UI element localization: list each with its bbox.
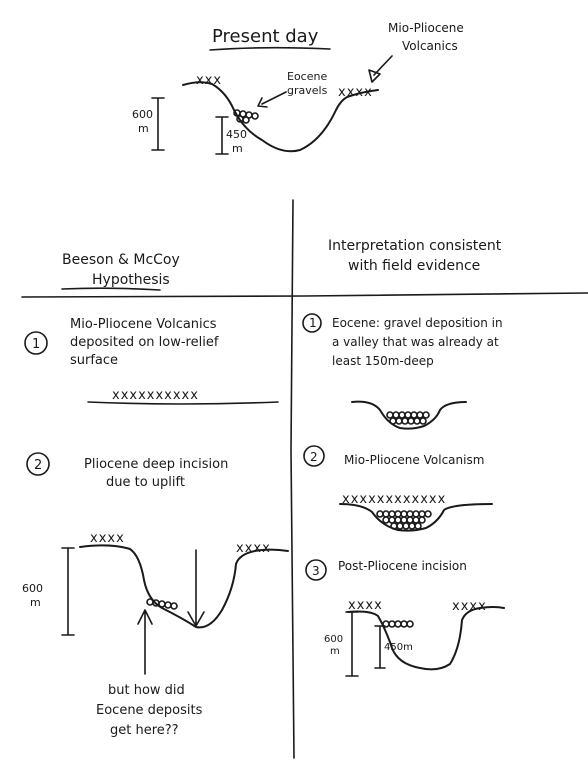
question-arrow <box>138 610 152 674</box>
right-scale-bar-600 <box>346 612 358 676</box>
right-step1-line2: a valley that was already at <box>332 335 499 349</box>
left-header-line1: Beeson & McCoy <box>62 252 180 268</box>
volcanics-label-line1: Mio-Pliocene <box>388 21 464 35</box>
present-day-title: Present day <box>212 26 319 47</box>
right-column: Interpretation consistent with field evi… <box>303 238 504 676</box>
right-step1-valley <box>352 402 466 429</box>
right-step3-profile <box>348 607 504 669</box>
left-step1-line2: deposited on low-relief <box>70 335 219 350</box>
scale-600-value: 600 <box>132 108 153 121</box>
left-step2-xmarks-left: xxxx <box>90 531 125 546</box>
right-scale-600-value: 600 <box>324 634 343 645</box>
right-step1-line3: least 150m-deep <box>332 354 434 368</box>
gravels-label-line1: Eocene <box>287 70 327 83</box>
right-scale-600-unit: m <box>330 646 340 657</box>
left-step1-xmarks: xxxxxxxxxx <box>112 388 199 403</box>
scale-bar-600 <box>152 98 164 150</box>
horizontal-divider <box>22 293 588 297</box>
present-day-panel: Present day Mio-Pliocene Volcanics Eocen… <box>132 21 464 155</box>
incision-arrow <box>188 550 204 626</box>
question-line1: but how did <box>108 683 185 698</box>
left-step2-number: 2 <box>34 458 42 473</box>
question-line3: get here?? <box>110 723 179 738</box>
gravels-arrow <box>262 92 286 104</box>
right-step1-number: 1 <box>309 316 317 330</box>
scale-450-unit: m <box>232 142 243 155</box>
left-step1-line1: Mio-Pliocene Volcanics <box>70 317 217 332</box>
right-step2-fill <box>377 511 431 529</box>
right-step3-number: 3 <box>312 564 320 578</box>
gravels-label-line2: gravels <box>287 84 328 97</box>
left-header-underline <box>62 288 160 290</box>
right-scale-450-value: 450m <box>384 642 413 653</box>
scale-600-unit: m <box>138 122 149 135</box>
right-step2-number: 2 <box>310 450 318 464</box>
left-scale-600-unit: m <box>30 596 41 609</box>
left-scale-600-value: 600 <box>22 582 43 595</box>
right-header-line1: Interpretation consistent <box>328 238 502 254</box>
left-step2-xmarks-right: xxxx <box>236 541 271 556</box>
volcanics-label-line2: Volcanics <box>402 39 458 53</box>
left-step2-gravels <box>147 599 177 609</box>
left-column: Beeson & McCoy Hypothesis 1 Mio-Pliocene… <box>22 252 288 738</box>
left-header-line2: Hypothesis <box>92 272 170 288</box>
right-step2-line1: Mio-Pliocene Volcanism <box>344 453 484 467</box>
left-step2-profile <box>80 545 288 627</box>
left-scale-bar-600 <box>62 548 74 635</box>
gravel-circles <box>234 110 258 123</box>
scale-450-value: 450 <box>226 128 247 141</box>
title-underline <box>210 48 330 50</box>
right-step3-line1: Post-Pliocene incision <box>338 559 467 573</box>
right-step1-line1: Eocene: gravel deposition in <box>332 316 503 330</box>
question-line2: Eocene deposits <box>96 703 203 718</box>
right-header-line2: with field evidence <box>348 258 480 274</box>
left-step1-number: 1 <box>32 337 40 352</box>
volcanics-arrowhead <box>369 70 380 82</box>
vertical-divider <box>291 200 294 758</box>
xmarks-left: xxx <box>196 73 222 88</box>
right-step1-gravels <box>387 412 429 424</box>
left-step1-line3: surface <box>70 353 118 368</box>
right-step3-gravels <box>383 621 413 627</box>
left-step2-line2: due to uplift <box>106 475 185 490</box>
left-step2-line1: Pliocene deep incision <box>84 457 228 472</box>
